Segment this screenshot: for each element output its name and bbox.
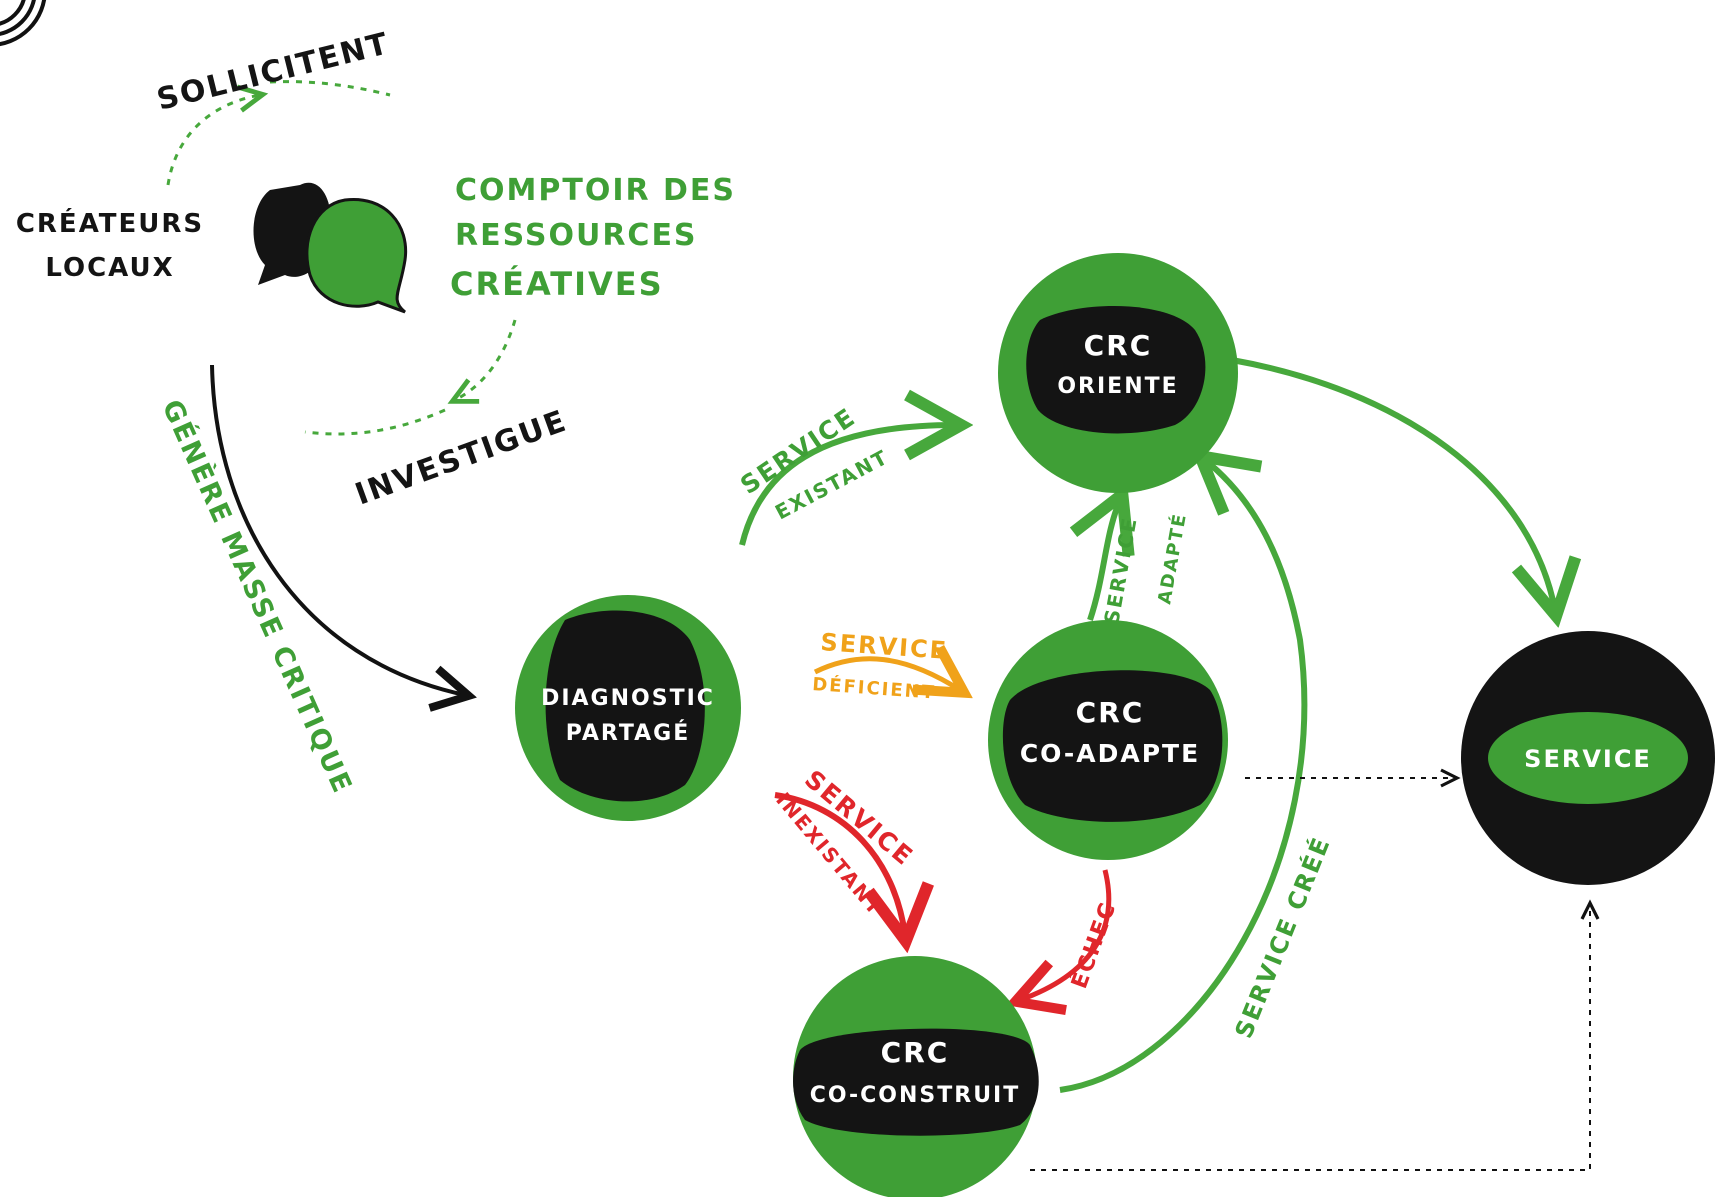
- service-deficient-label-line1: SERVICE: [820, 628, 949, 665]
- speech-bubbles-icon: [253, 182, 408, 314]
- sollicitent-label: SOLLICITENT: [153, 26, 393, 118]
- echec-label: ÉCHEC: [1066, 898, 1121, 992]
- service-adapte-arrow: [1090, 500, 1120, 621]
- coconstruit-label-line2: CO-CONSTRUIT: [810, 1083, 1021, 1108]
- genere-label: GÉNÈRE MASSE CRITIQUE: [156, 395, 359, 799]
- coadapte-label-line1: CRC: [1076, 696, 1145, 729]
- comptoir-label-line1: COMPTOIR DES: [455, 173, 736, 208]
- service-inexistant-arrow: [774, 792, 905, 935]
- service-deficient-label-line2: DÉFICIENT: [812, 673, 937, 704]
- sollicitent-arrow: [166, 84, 269, 186]
- coconstruit-label-line1: CRC: [881, 1036, 950, 1069]
- sollicitent-tail: [269, 80, 391, 97]
- service-existant-arrow: [739, 425, 955, 546]
- service-adapte-label-line1: SERVICE: [1099, 515, 1142, 626]
- investigue-label: INVESTIGUE: [351, 403, 572, 512]
- service-deficient-arrow: [813, 659, 960, 690]
- comptoir-label-line3: CRÉATIVES: [450, 265, 664, 303]
- node-crc-oriente: CRC ORIENTE: [998, 253, 1238, 493]
- diagnostic-label-line1: DIAGNOSTIC: [541, 686, 715, 711]
- service-adapte-label-line2: ADAPTÉ: [1153, 511, 1191, 606]
- node-crc-coadapte: CRC CO-ADAPTE: [988, 620, 1228, 860]
- logo-corner-icon: [0, 0, 47, 47]
- investigue-tail: [304, 408, 446, 436]
- service-node-label: SERVICE: [1524, 745, 1652, 773]
- oriente-to-service-arrow: [1231, 357, 1555, 610]
- genere-arrow: [210, 364, 465, 695]
- investigue-arrow: [447, 319, 517, 404]
- oriente-label-line1: CRC: [1084, 329, 1153, 362]
- createurs-label-line2: LOCAUX: [45, 253, 174, 283]
- comptoir-label-line2: RESSOURCES: [455, 218, 698, 253]
- oriente-label-line2: ORIENTE: [1057, 374, 1178, 399]
- diagnostic-label-line2: PARTAGÉ: [566, 720, 691, 746]
- createurs-label-line1: CRÉATEURS: [16, 207, 204, 239]
- node-crc-coconstruit: CRC CO-CONSTRUIT: [793, 956, 1039, 1197]
- service-cree-arrow: [1059, 460, 1308, 1093]
- node-diagnostic-partage: DIAGNOSTIC PARTAGÉ: [515, 595, 741, 821]
- coconstruit-to-service-dotted: [1030, 899, 1600, 1171]
- coadapte-label-line2: CO-ADAPTE: [1020, 739, 1200, 768]
- echec-arrow: [1020, 869, 1112, 1000]
- node-service: SERVICE: [1461, 631, 1715, 885]
